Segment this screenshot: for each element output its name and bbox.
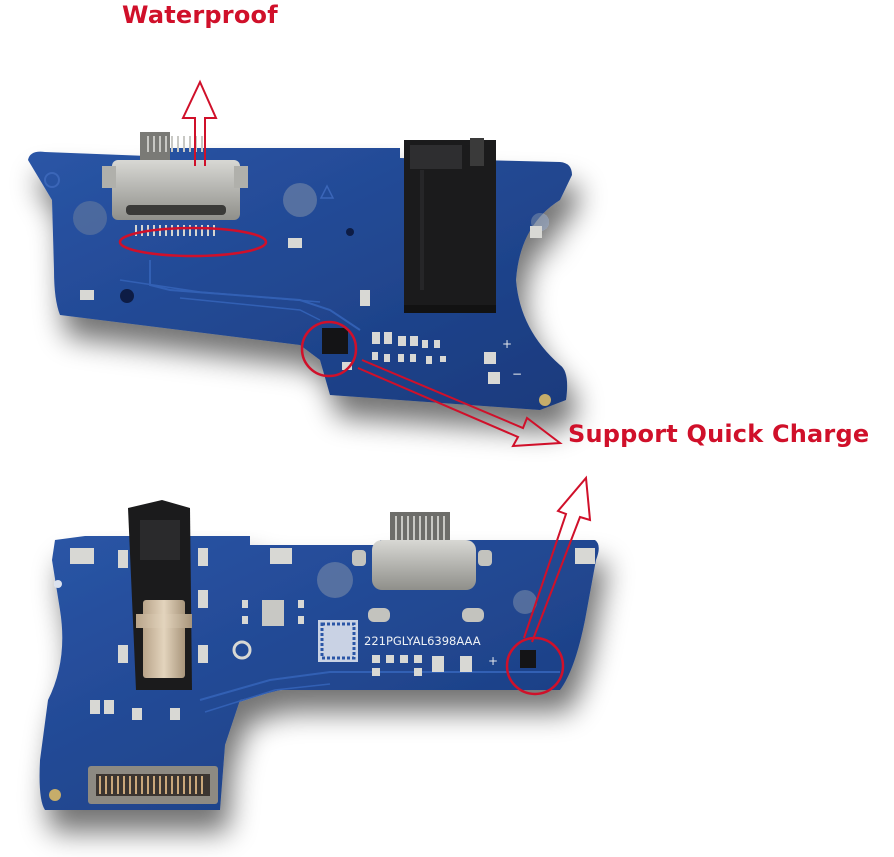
audio-jack-bottom <box>128 500 192 690</box>
quick-charge-arrow-bottom <box>523 475 592 643</box>
quick-charge-circle-top <box>300 320 358 378</box>
polarity-minus-top: − <box>512 367 522 381</box>
datamatrix-code <box>318 620 358 662</box>
polarity-plus-bottom: + <box>488 654 498 668</box>
quick-charge-arrow-top <box>357 359 563 448</box>
audio-jack-top <box>404 138 496 313</box>
quick-charge-label: Support Quick Charge <box>568 420 870 448</box>
polarity-plus-top: + <box>502 337 512 351</box>
waterproof-label: Waterproof <box>122 1 278 29</box>
waterproof-arrow <box>181 79 218 166</box>
smd-components-bottom <box>70 548 595 720</box>
quick-charge-circle-bottom <box>505 636 565 696</box>
silkscreen-code: 221PGLYAL6398AAA <box>364 634 481 648</box>
waterproof-highlight-circle <box>118 226 268 258</box>
usb-c-port-top <box>102 132 248 236</box>
board-to-board-connector <box>88 766 218 804</box>
usb-c-port-bottom <box>352 512 492 622</box>
smd-components-top <box>80 226 551 406</box>
